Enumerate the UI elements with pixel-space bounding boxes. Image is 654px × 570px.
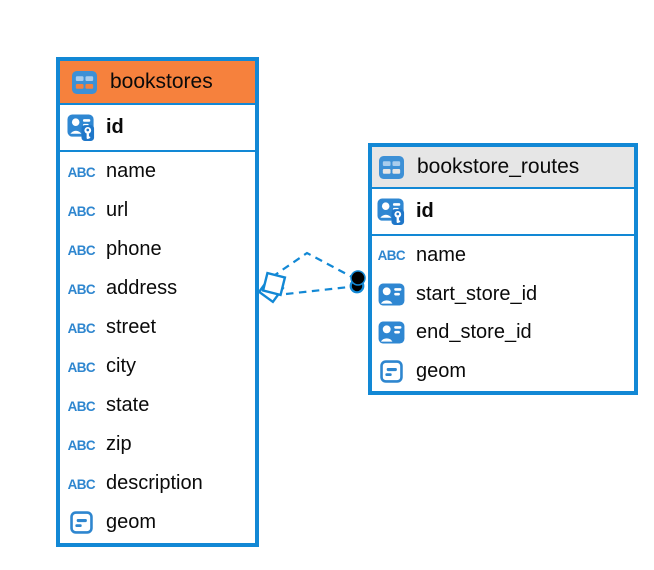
column-name: id: [106, 116, 124, 138]
column-name: state: [106, 394, 150, 416]
column-name: address: [106, 277, 178, 299]
text-type-icon: ABC: [67, 475, 96, 492]
column-row[interactable]: geom: [60, 503, 255, 542]
relationship-line: [271, 251, 353, 278]
text-type-icon: ABC: [67, 319, 96, 336]
column-name: street: [106, 316, 157, 338]
one-end-dot-icon: [350, 270, 366, 286]
column-row[interactable]: ABC url: [60, 191, 255, 230]
table-icon: [377, 155, 406, 180]
table-header-bookstore-routes[interactable]: bookstore_routes: [372, 147, 634, 189]
geometry-type-icon: [67, 511, 96, 534]
table-bookstore-routes[interactable]: bookstore_routes id ABC name start_store…: [368, 143, 638, 395]
column-row[interactable]: end_store_id: [372, 314, 634, 353]
column-name: start_store_id: [416, 282, 538, 305]
column-row[interactable]: geom: [372, 352, 634, 391]
primary-key-icon: [67, 113, 96, 142]
table-header-bookstores[interactable]: bookstores: [60, 61, 255, 105]
text-type-icon: ABC: [67, 163, 96, 180]
many-end-diamond-icon: [261, 271, 287, 297]
primary-key-row[interactable]: id: [372, 189, 634, 236]
column-name: id: [416, 200, 434, 222]
text-type-icon: ABC: [67, 241, 96, 258]
relationship-connector[interactable]: [248, 238, 378, 318]
column-row[interactable]: ABC address: [60, 269, 255, 308]
column-row[interactable]: ABC state: [60, 386, 255, 425]
foreign-key-icon: [377, 283, 406, 306]
primary-key-row[interactable]: id: [60, 105, 255, 152]
relationship-line: [285, 285, 350, 296]
column-name: url: [106, 199, 129, 221]
column-row[interactable]: ABC city: [60, 347, 255, 386]
column-row[interactable]: start_store_id: [372, 275, 634, 314]
foreign-key-icon: [377, 321, 406, 344]
column-name: geom: [106, 511, 157, 533]
column-name: name: [416, 243, 467, 266]
column-name: phone: [106, 238, 162, 260]
geometry-type-icon: [377, 360, 406, 383]
column-row[interactable]: ABC name: [60, 152, 255, 191]
table-icon: [70, 70, 99, 95]
column-row[interactable]: ABC phone: [60, 230, 255, 269]
text-type-icon: ABC: [67, 202, 96, 219]
table-title: bookstore_routes: [417, 155, 580, 178]
table-title: bookstores: [110, 70, 213, 93]
column-name: city: [106, 355, 136, 377]
column-row[interactable]: ABC street: [60, 308, 255, 347]
column-name: end_store_id: [416, 321, 532, 344]
column-row[interactable]: ABC description: [60, 464, 255, 503]
text-type-icon: ABC: [67, 397, 96, 414]
column-name: geom: [416, 360, 467, 383]
column-row[interactable]: ABC zip: [60, 425, 255, 464]
column-name: description: [106, 472, 203, 494]
column-row[interactable]: ABC name: [372, 236, 634, 275]
column-name: name: [106, 160, 157, 182]
text-type-icon: ABC: [67, 436, 96, 453]
text-type-icon: ABC: [377, 247, 406, 264]
primary-key-icon: [377, 197, 406, 226]
column-name: zip: [106, 433, 132, 455]
text-type-icon: ABC: [67, 358, 96, 375]
text-type-icon: ABC: [67, 280, 96, 297]
relationship-lines: [257, 251, 366, 304]
table-bookstores[interactable]: bookstores id ABC name ABC url ABC phone…: [56, 57, 259, 547]
